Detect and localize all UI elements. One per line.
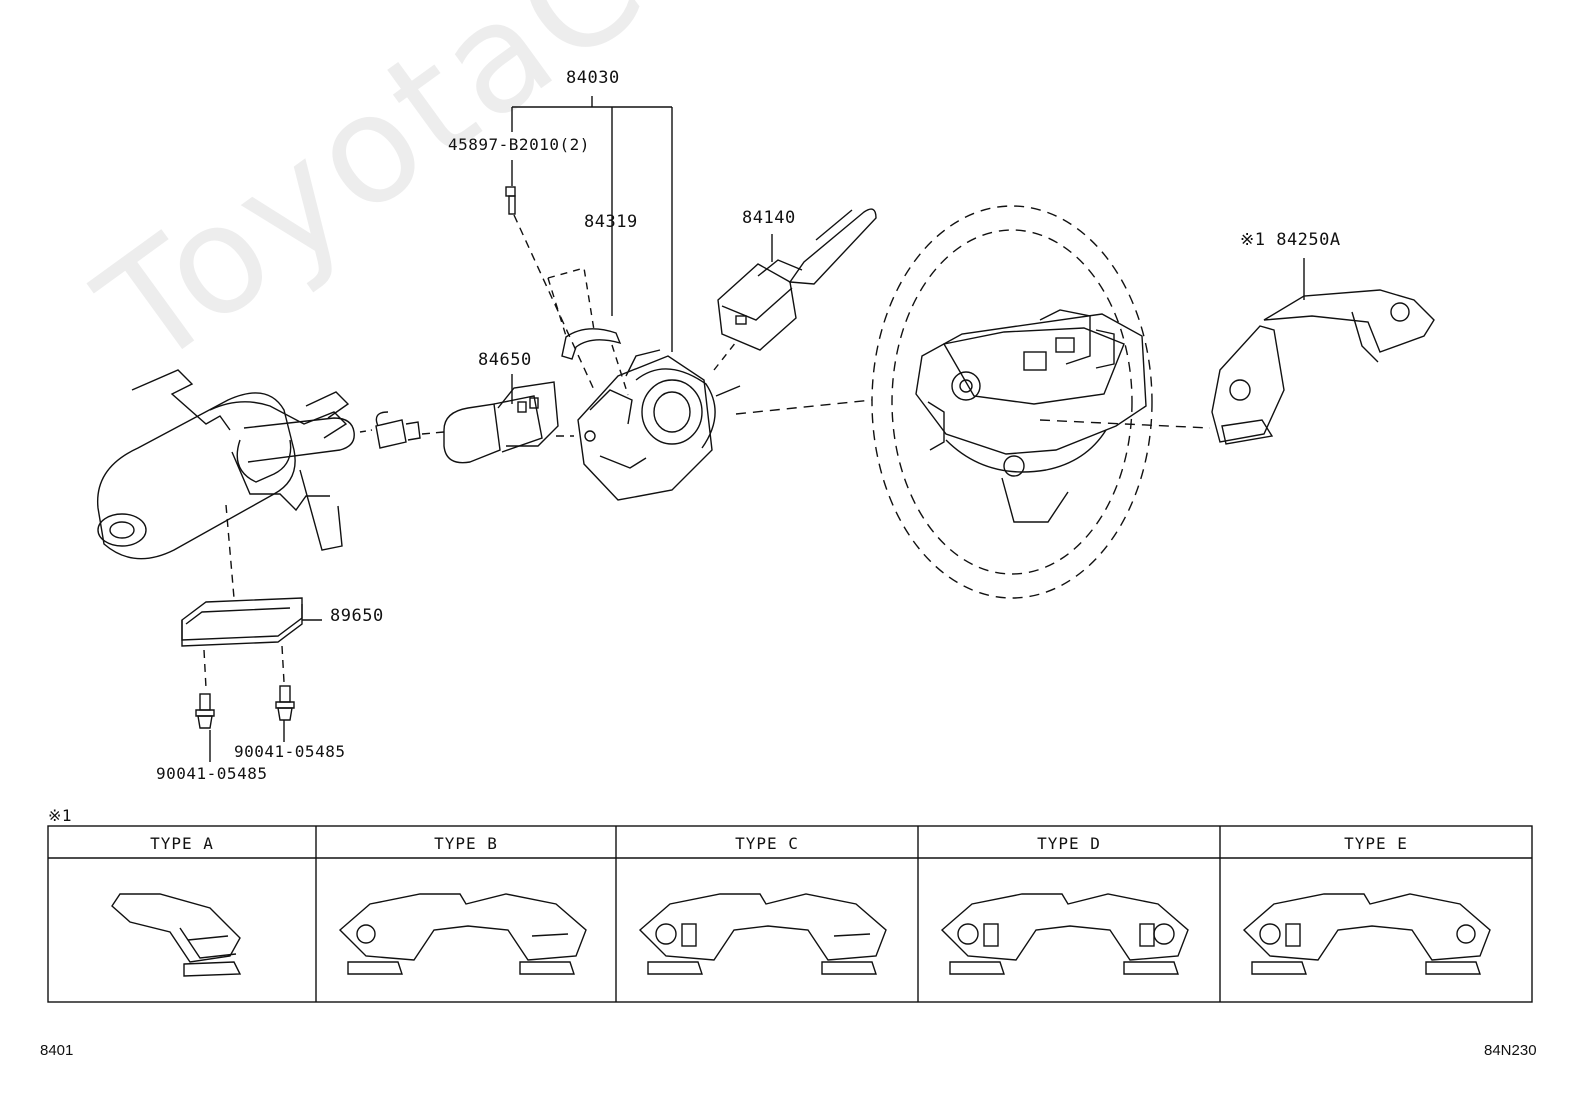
steering-wheel-icon (735, 205, 1153, 599)
type-a-switch-icon (111, 893, 242, 977)
bracket-84030 (511, 96, 673, 352)
clock-spring-84030-icon (577, 341, 741, 501)
switch-84140-icon (717, 208, 877, 351)
footer-page-code: 8401 (40, 1042, 74, 1059)
label-84650[interactable]: 84650 (478, 350, 532, 370)
label-84030[interactable]: 84030 (566, 68, 620, 88)
label-84319[interactable]: 84319 (584, 212, 638, 232)
type-e-label: TYPE E (1344, 834, 1408, 853)
switch-84650-icon (443, 374, 574, 464)
type-a-label: TYPE A (150, 834, 214, 853)
label-89650[interactable]: 89650 (330, 606, 384, 626)
screw-45897-icon (505, 160, 596, 393)
steering-column-icon (96, 369, 373, 560)
clip-84319-icon (547, 267, 629, 396)
shaft-tip-icon (375, 411, 445, 449)
module-89650-icon (181, 504, 322, 689)
label-90041-05485-left[interactable]: 90041-05485 (156, 764, 268, 783)
type-e-switch-icon (1242, 893, 1491, 975)
legend-note: ※1 (48, 806, 73, 825)
bolt-90041-right-icon (275, 685, 295, 742)
footer-diagram-code: 84N230 (1484, 1042, 1537, 1059)
type-c-label: TYPE C (735, 834, 799, 853)
label-90041-05485-right[interactable]: 90041-05485 (234, 742, 346, 761)
bolt-90041-left-icon (195, 693, 215, 762)
type-b-switch-icon (338, 893, 587, 975)
label-84250a[interactable]: ※1 84250A (1240, 230, 1341, 250)
label-45897-b2010[interactable]: 45897-B2010(2) (448, 135, 590, 154)
label-84140[interactable]: 84140 (742, 208, 796, 228)
type-d-label: TYPE D (1037, 834, 1101, 853)
type-c-switch-icon (638, 893, 887, 975)
type-b-label: TYPE B (434, 834, 498, 853)
switch-84250a-icon (1039, 258, 1435, 445)
type-table (47, 825, 1533, 1003)
type-d-switch-icon (940, 893, 1189, 975)
